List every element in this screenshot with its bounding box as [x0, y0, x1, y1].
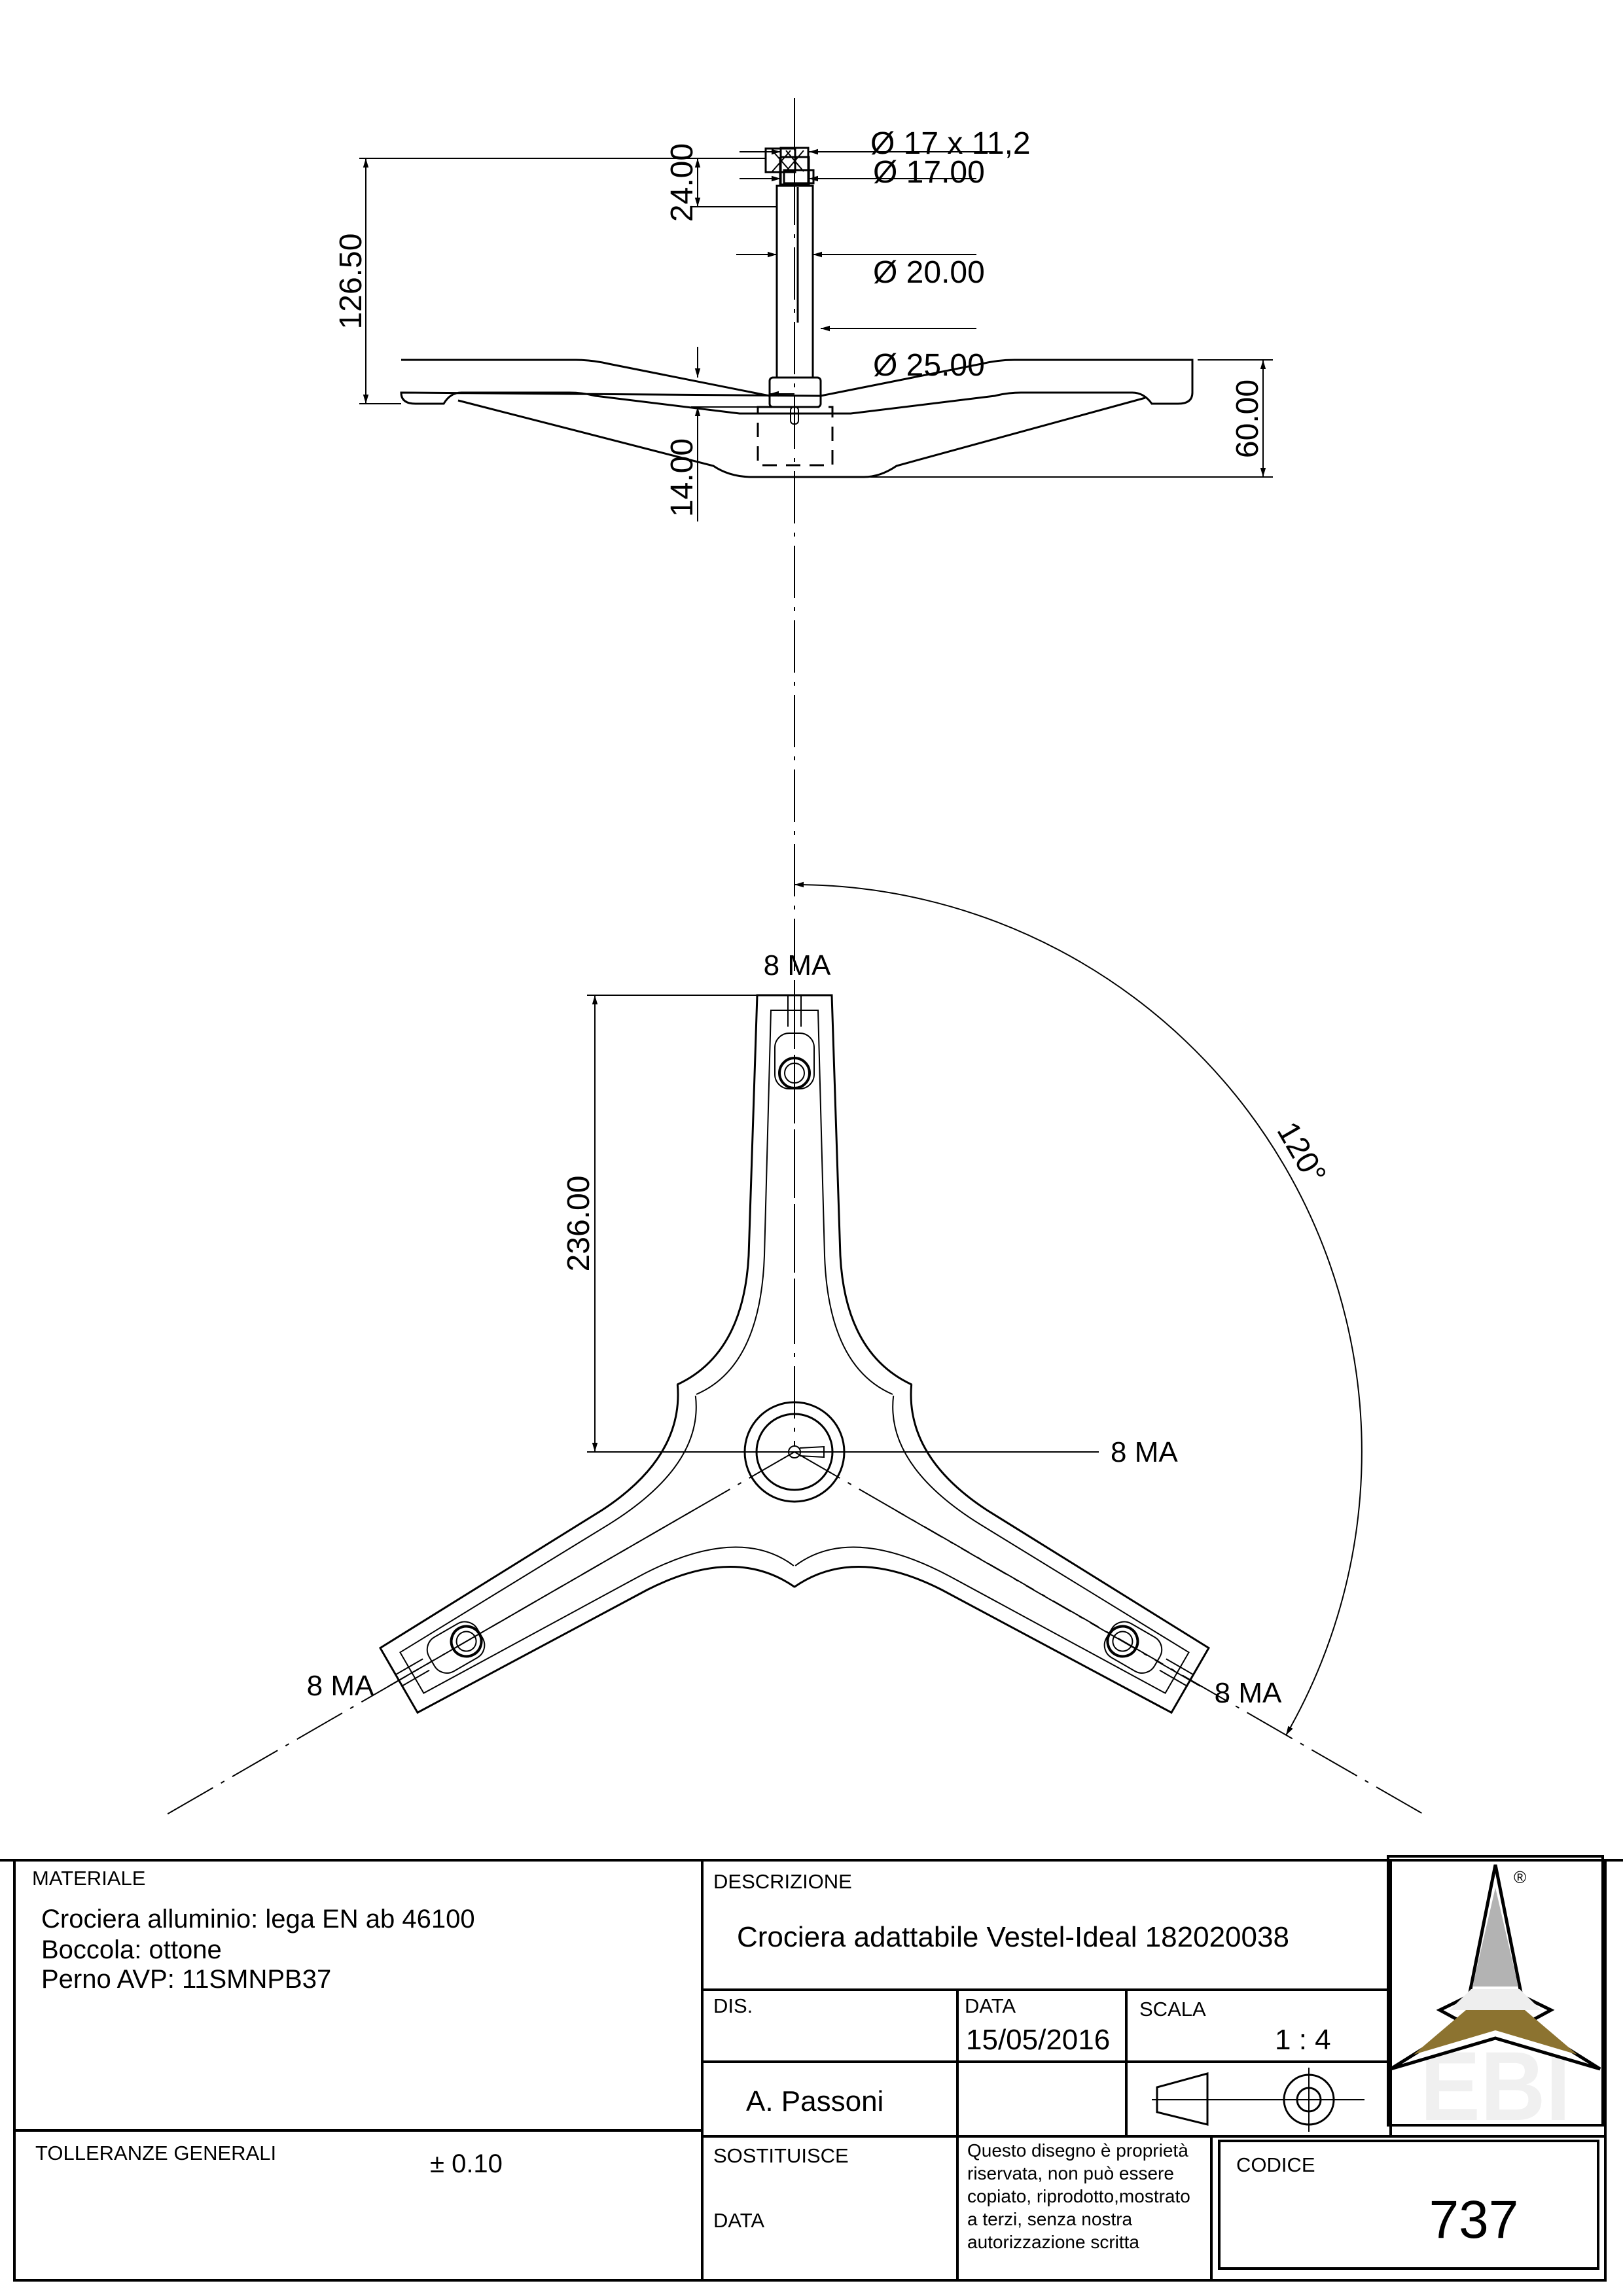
- tolleranze-label: TOLLERANZE GENERALI: [35, 2142, 276, 2164]
- thread-label-center: 8 MA: [1111, 1436, 1178, 1468]
- thread-label-left: 8 MA: [307, 1670, 374, 1702]
- dim-thread: Ø 17 x 11,2: [870, 126, 1031, 161]
- plate-top: [400, 359, 1194, 415]
- notice-line-1: Questo disegno è proprietà: [967, 2140, 1188, 2161]
- registered-mark: ®: [1514, 1867, 1526, 1887]
- dis-value: A. Passoni: [746, 2085, 883, 2117]
- tolleranze-value: ± 0.10: [430, 2149, 503, 2178]
- codice-label: CODICE: [1236, 2153, 1315, 2176]
- descrizione-value: Crociera adattabile Vestel-Ideal 1820200…: [737, 1921, 1289, 1953]
- dim-d25: Ø 25.00: [873, 348, 985, 383]
- materiale-line-2: Boccola: ottone: [41, 1935, 222, 1964]
- dim-hub-height: 60.00: [1230, 380, 1265, 458]
- thread-label-top: 8 MA: [764, 949, 831, 981]
- notice-line-2: riservata, non può essere: [967, 2163, 1174, 2183]
- materiale-label: MATERIALE: [32, 1867, 145, 1890]
- data2-label: DATA: [713, 2209, 764, 2232]
- data-label: DATA: [965, 1994, 1016, 2017]
- thread-label-right: 8 MA: [1215, 1677, 1282, 1709]
- top-view: 236.00 120° 8 MA 8 MA 8 MA 8 MA: [165, 881, 1428, 1817]
- projection-symbol-icon: [1152, 2068, 1364, 2132]
- descrizione-label: DESCRIZIONE: [713, 1870, 852, 1893]
- dim-arm-length: 236.00: [562, 1176, 596, 1272]
- angle-arc: [794, 881, 1363, 1736]
- dim-height-total: 126.50: [334, 234, 368, 330]
- dim-height-bottom: 14.00: [665, 438, 700, 517]
- notice-line-3: copiato, riprodotto,mostrato: [967, 2186, 1190, 2206]
- ebi-logo: EBI ®: [1389, 1864, 1601, 2141]
- dim-height-top: 24.00: [665, 143, 700, 222]
- dim-d20: Ø 20.00: [873, 255, 985, 290]
- dis-label: DIS.: [713, 1994, 753, 2017]
- notice-line-5: autorizzazione scritta: [967, 2232, 1139, 2252]
- scala-label: SCALA: [1139, 1998, 1206, 2021]
- hub-hidden-bore: [757, 406, 834, 467]
- dim-d17: Ø 17.00: [873, 155, 985, 190]
- side-view: 126.50 24.00 14.00 60.00 Ø 17 x 11,2 Ø 1…: [334, 98, 1273, 1446]
- angle-label: 120°: [1270, 1116, 1333, 1190]
- codice-box: [1218, 2140, 1599, 2270]
- materiale-line-1: Crociera alluminio: lega EN ab 46100: [41, 1905, 475, 1934]
- data-value: 15/05/2016: [966, 2024, 1110, 2056]
- materiale-line-3: Perno AVP: 11SMNPB37: [41, 1965, 331, 1994]
- notice-line-4: a terzi, senza nostra: [967, 2209, 1133, 2229]
- title-block: MATERIALE Crociera alluminio: lega EN ab…: [0, 1855, 1623, 2282]
- shaft-top: [779, 147, 810, 186]
- codice-value: 737: [1429, 2190, 1519, 2250]
- sostituisce-label: SOSTITUISCE: [713, 2144, 849, 2167]
- scala-value: 1 : 4: [1275, 2024, 1331, 2056]
- hub-outline: [457, 397, 1146, 478]
